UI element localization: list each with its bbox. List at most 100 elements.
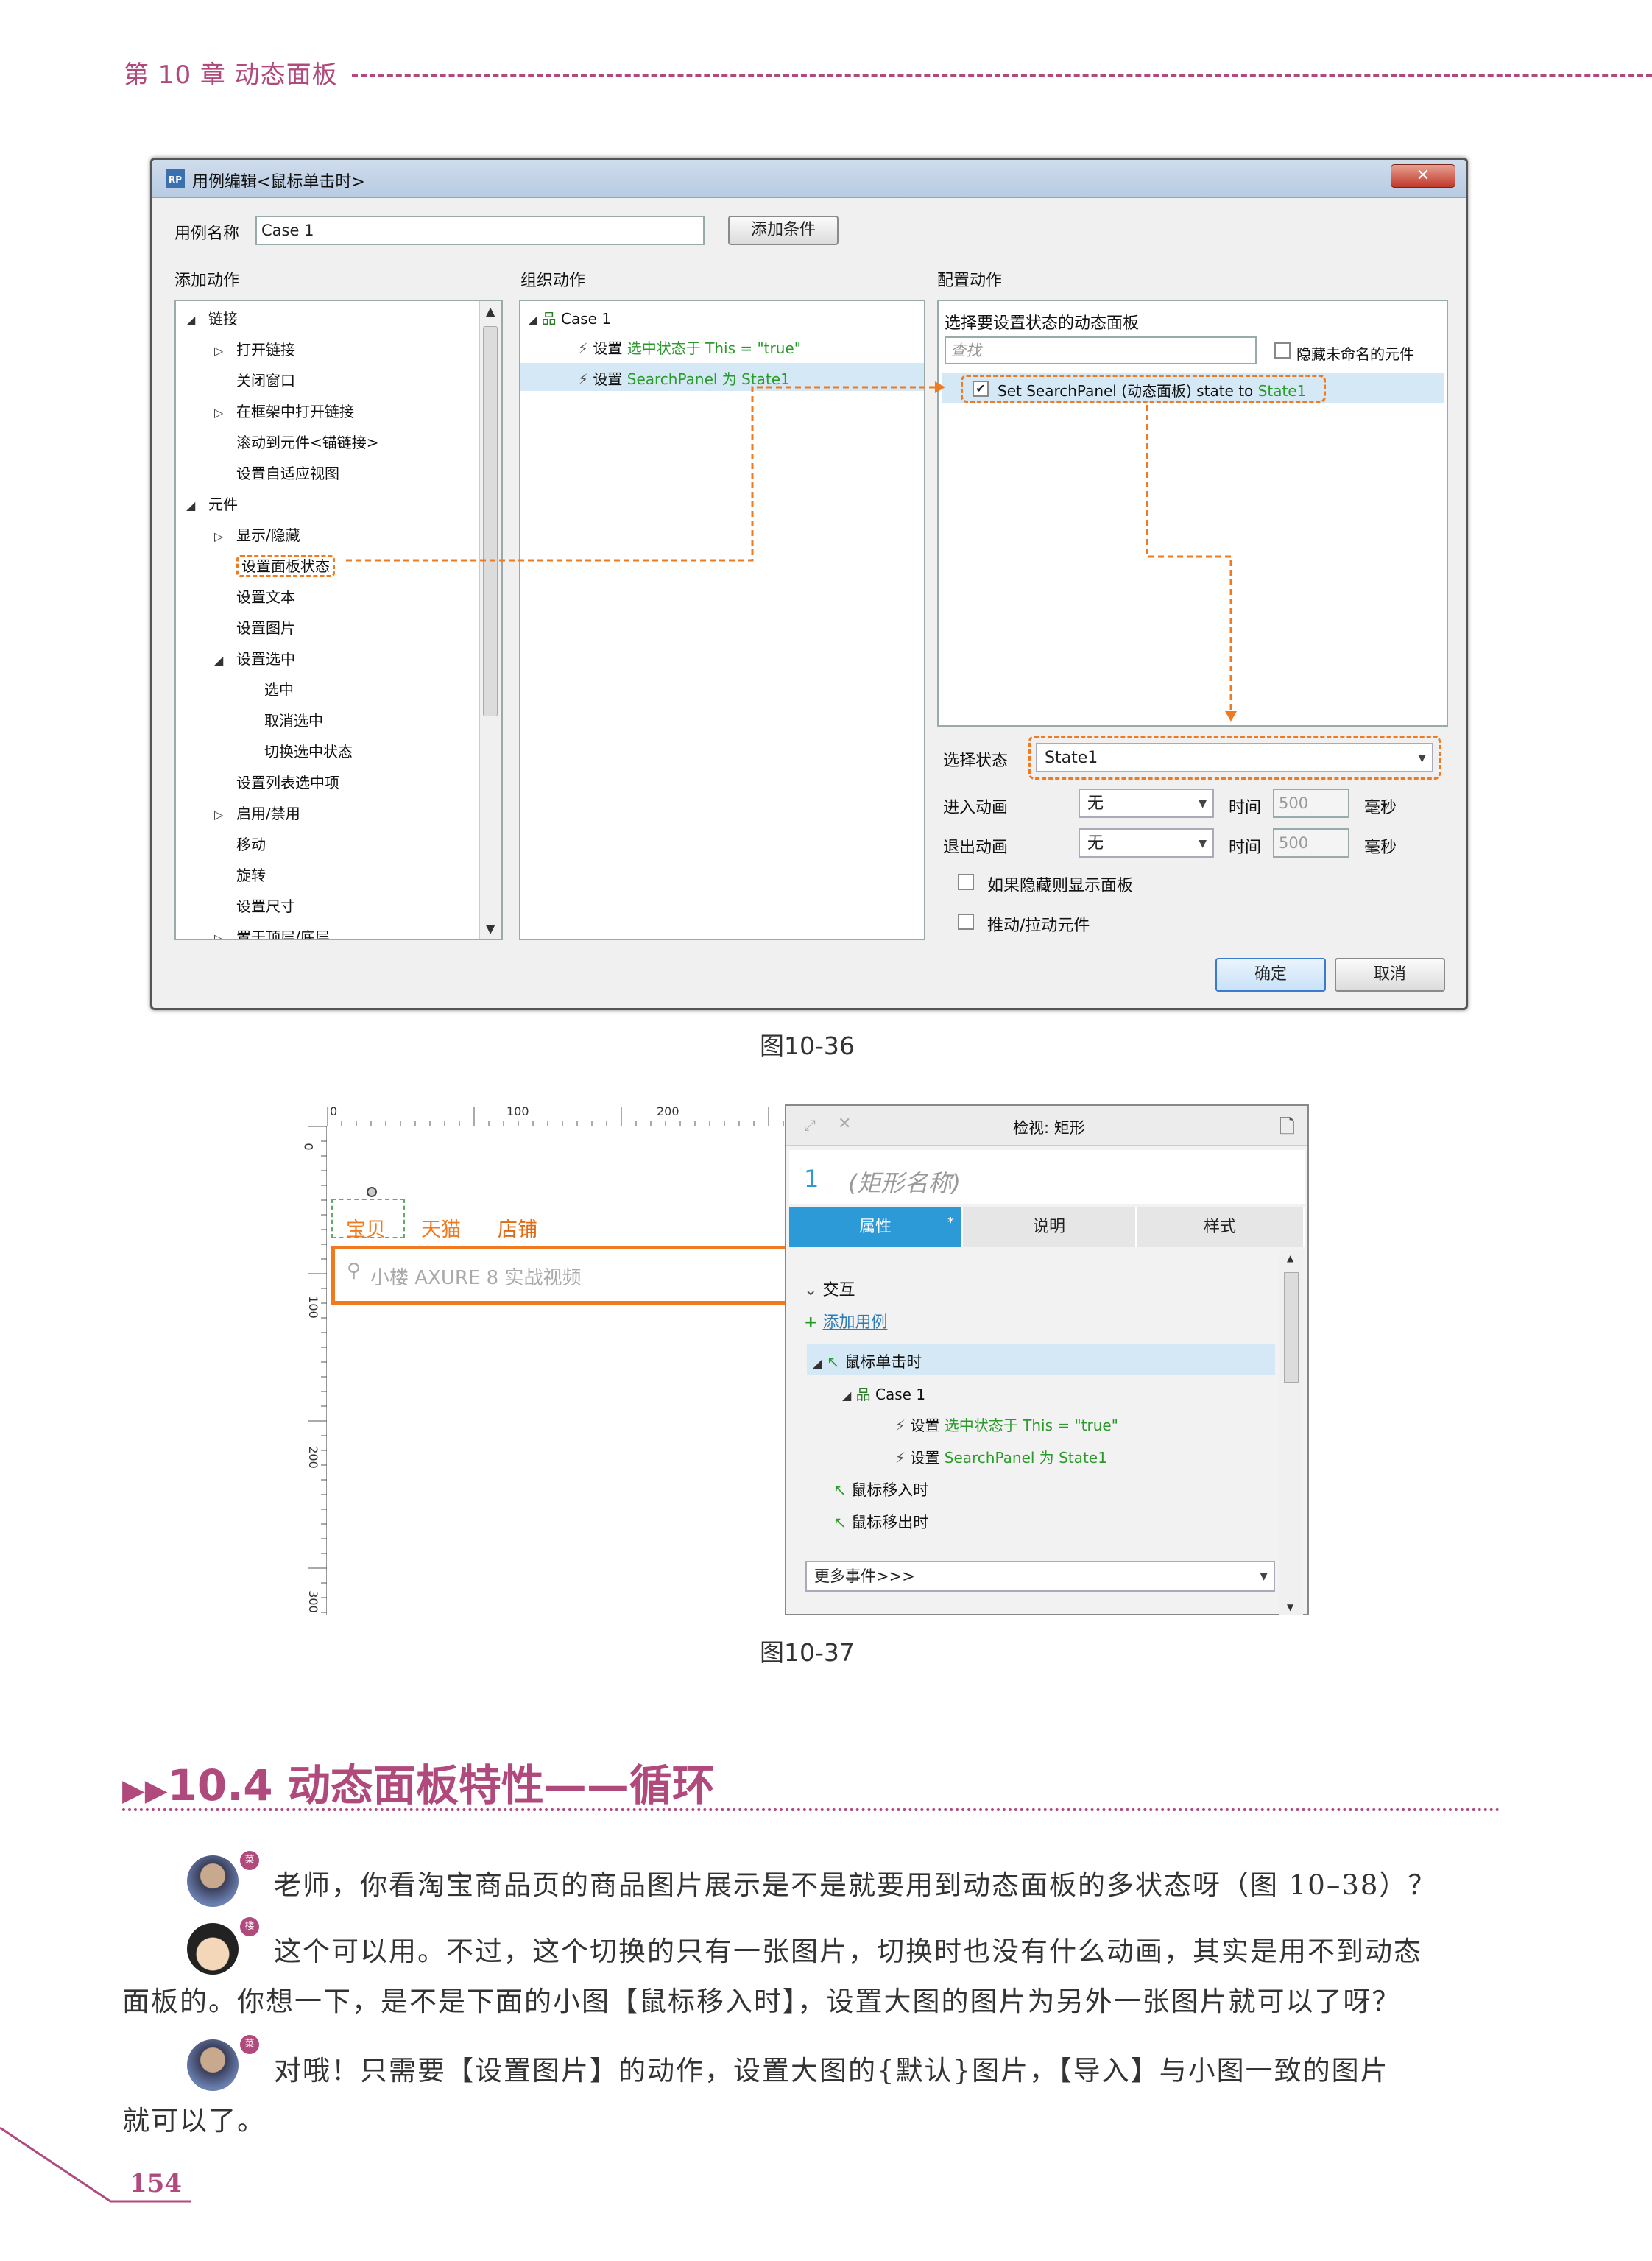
tree-item[interactable]: 设置文本: [214, 585, 295, 607]
hide-unnamed-checkbox[interactable]: [1274, 342, 1291, 359]
org-action-2[interactable]: ⚡ 设置 SearchPanel 为 State1: [578, 370, 790, 388]
event-mouse-leave[interactable]: ↖ 鼠标移出时: [833, 1514, 929, 1531]
cancel-button[interactable]: 取消: [1335, 958, 1445, 992]
tree-item[interactable]: ◢链接: [186, 307, 238, 328]
add-condition-button[interactable]: 添加条件: [728, 216, 839, 245]
tab-style[interactable]: 样式: [1137, 1207, 1305, 1247]
tab-tianmao[interactable]: 天猫: [421, 1218, 461, 1241]
out-time-input[interactable]: 500: [1273, 828, 1349, 858]
tab-notes[interactable]: 说明: [963, 1207, 1137, 1247]
expanded-icon[interactable]: ◢: [214, 653, 224, 667]
tree-item[interactable]: ◢ 元件: [186, 493, 238, 514]
shape-name-input[interactable]: (矩形名称): [848, 1169, 961, 1197]
tree-item[interactable]: 取消选中: [242, 709, 323, 730]
tab-properties[interactable]: 属性*: [789, 1207, 963, 1247]
tree-item-label: 设置图片: [236, 619, 295, 637]
tree-item[interactable]: 关闭窗口: [214, 369, 295, 390]
tree-item[interactable]: 移动: [214, 833, 266, 854]
panel-list-item: Set SearchPanel (动态面板) state to State1: [998, 382, 1307, 400]
page-number: 154: [130, 2169, 182, 2198]
tree-item[interactable]: 切换选中状态: [242, 740, 353, 761]
tree-item-label: 旋转: [236, 867, 266, 884]
tab-baobei[interactable]: 宝贝: [346, 1218, 386, 1241]
tree-item[interactable]: ▷在框架中打开链接: [214, 400, 354, 421]
add-case-link[interactable]: + 添加用例: [804, 1313, 888, 1332]
out-time-label: 时间: [1229, 839, 1262, 857]
section-title: ▶▶10.4 动态面板特性——循环: [122, 1760, 715, 1810]
collapsed-icon[interactable]: ▷: [214, 529, 224, 543]
chevron-down-icon: ▼: [1199, 838, 1207, 850]
tree-item[interactable]: ▷打开链接: [214, 338, 295, 359]
collapsed-icon[interactable]: ▷: [214, 344, 224, 358]
collapsed-icon[interactable]: ▷: [214, 808, 224, 822]
tree-item[interactable]: ◢设置选中: [214, 647, 295, 669]
plus-icon: +: [804, 1313, 818, 1332]
collapsed-icon[interactable]: ▷: [214, 406, 224, 420]
dialogue-line-3a: 对哦！只需要【设置图片】的动作，设置大图的{默认}图片，【导入】与小图一致的图片: [274, 2055, 1389, 2087]
close-icon[interactable]: ✕: [1391, 164, 1455, 188]
dialogue-line-3b: 就可以了。: [122, 2105, 266, 2137]
inspector-action-2[interactable]: ⚡ 设置 SearchPanel 为 State1: [895, 1449, 1107, 1467]
event-click[interactable]: ◢ ↖ 鼠标单击时: [813, 1353, 922, 1371]
panel-checkbox[interactable]: ✔: [973, 381, 989, 397]
tree-item[interactable]: 滚动到元件<锚链接>: [214, 431, 379, 452]
tree-item[interactable]: 设置列表选中项: [214, 771, 339, 792]
out-anim-select[interactable]: 无▼: [1079, 828, 1214, 858]
tree-scrollbar[interactable]: ▲ ▼: [479, 301, 501, 939]
cursor-icon: ↖: [827, 1353, 840, 1371]
more-events-select[interactable]: 更多事件>>>▼: [805, 1561, 1275, 1592]
inspector-case[interactable]: ◢ 品 Case 1: [842, 1386, 926, 1403]
event-click-row[interactable]: [807, 1344, 1275, 1375]
dialog-titlebar: RP 用例编辑<鼠标单击时> ✕: [152, 160, 1466, 198]
shape-number: 1: [804, 1165, 819, 1193]
tree-item-label: 设置尺寸: [236, 897, 295, 915]
tree-item[interactable]: 设置图片: [214, 616, 295, 638]
tree-item[interactable]: 设置自适应视图: [214, 462, 339, 483]
selection-box[interactable]: [331, 1199, 405, 1238]
expanded-icon[interactable]: ◢: [186, 498, 196, 512]
tree-item[interactable]: ▷启用/禁用: [214, 802, 300, 823]
figure-caption-37: 图10-37: [760, 1638, 855, 1667]
teacher-badge: 楼: [240, 1917, 259, 1936]
connector-to-organize: [346, 386, 935, 562]
panel-list-row[interactable]: [942, 373, 1444, 403]
expanded-icon[interactable]: ◢: [186, 313, 196, 327]
tree-item[interactable]: 选中: [242, 678, 294, 699]
event-mouse-enter[interactable]: ↖ 鼠标移入时: [833, 1481, 929, 1499]
state-select[interactable]: State1▼: [1036, 743, 1433, 772]
collapsed-icon[interactable]: ▷: [214, 931, 224, 940]
page-icon[interactable]: 🗋: [1279, 1116, 1295, 1138]
tree-item[interactable]: 设置尺寸: [214, 895, 295, 916]
scroll-thumb[interactable]: [483, 326, 498, 716]
rotate-handle[interactable]: [367, 1187, 377, 1197]
tree-item-label: 元件: [208, 495, 238, 513]
inspector-scrollbar[interactable]: ▲ ▼: [1279, 1250, 1303, 1615]
inspector-action-1[interactable]: ⚡ 设置 选中状态于 This = "true": [895, 1417, 1118, 1434]
search-box[interactable]: ⚲ 小楼 AXURE 8 实战视频: [331, 1246, 788, 1305]
ok-button[interactable]: 确定: [1215, 958, 1326, 992]
expand-icon[interactable]: ⤢: [804, 1116, 816, 1134]
tree-item[interactable]: 旋转: [214, 864, 266, 885]
section-rule: [122, 1808, 1500, 1811]
dialogue-line-1: 老师，你看淘宝商品页的商品图片展示是不是就要用到动态面板的多状态呀（图 10–3…: [274, 1869, 1437, 1901]
shape-name-row: 1 (矩形名称): [789, 1150, 1305, 1204]
panel-search-input[interactable]: 查找: [945, 336, 1257, 364]
case-name-input[interactable]: Case 1: [255, 216, 705, 245]
show-if-hidden-checkbox[interactable]: [958, 874, 974, 890]
org-action-1[interactable]: ⚡ 设置 选中状态于 This = "true": [578, 339, 801, 357]
scroll-thumb[interactable]: [1284, 1272, 1299, 1383]
push-pull-checkbox[interactable]: [958, 914, 974, 930]
show-if-hidden-label: 如果隐藏则显示面板: [987, 877, 1134, 895]
tree-item[interactable]: 设置面板状态: [214, 554, 335, 577]
chevron-down-icon: ⌄: [804, 1281, 818, 1299]
dialogue-line-2a: 这个可以用。不过，这个切换的只有一张图片，切换时也没有什么动画，其实是用不到动态: [274, 1936, 1422, 1967]
tree-item[interactable]: ▷ 显示/隐藏: [214, 523, 300, 545]
in-anim-select[interactable]: 无▼: [1079, 789, 1214, 818]
dialogue-line-2b: 面板的。你想一下，是不是下面的小图【鼠标移入时】，设置大图的图片为另外一张图片就…: [122, 1986, 1401, 2017]
tree-item-label: 显示/隐藏: [236, 526, 300, 544]
tree-item[interactable]: ▷置于顶层/底层: [214, 925, 330, 940]
tab-dianpu[interactable]: 店铺: [498, 1218, 537, 1241]
in-time-input[interactable]: 500: [1273, 789, 1349, 818]
cursor-icon: ↖: [833, 1481, 847, 1499]
close-icon[interactable]: ✕: [838, 1115, 852, 1133]
